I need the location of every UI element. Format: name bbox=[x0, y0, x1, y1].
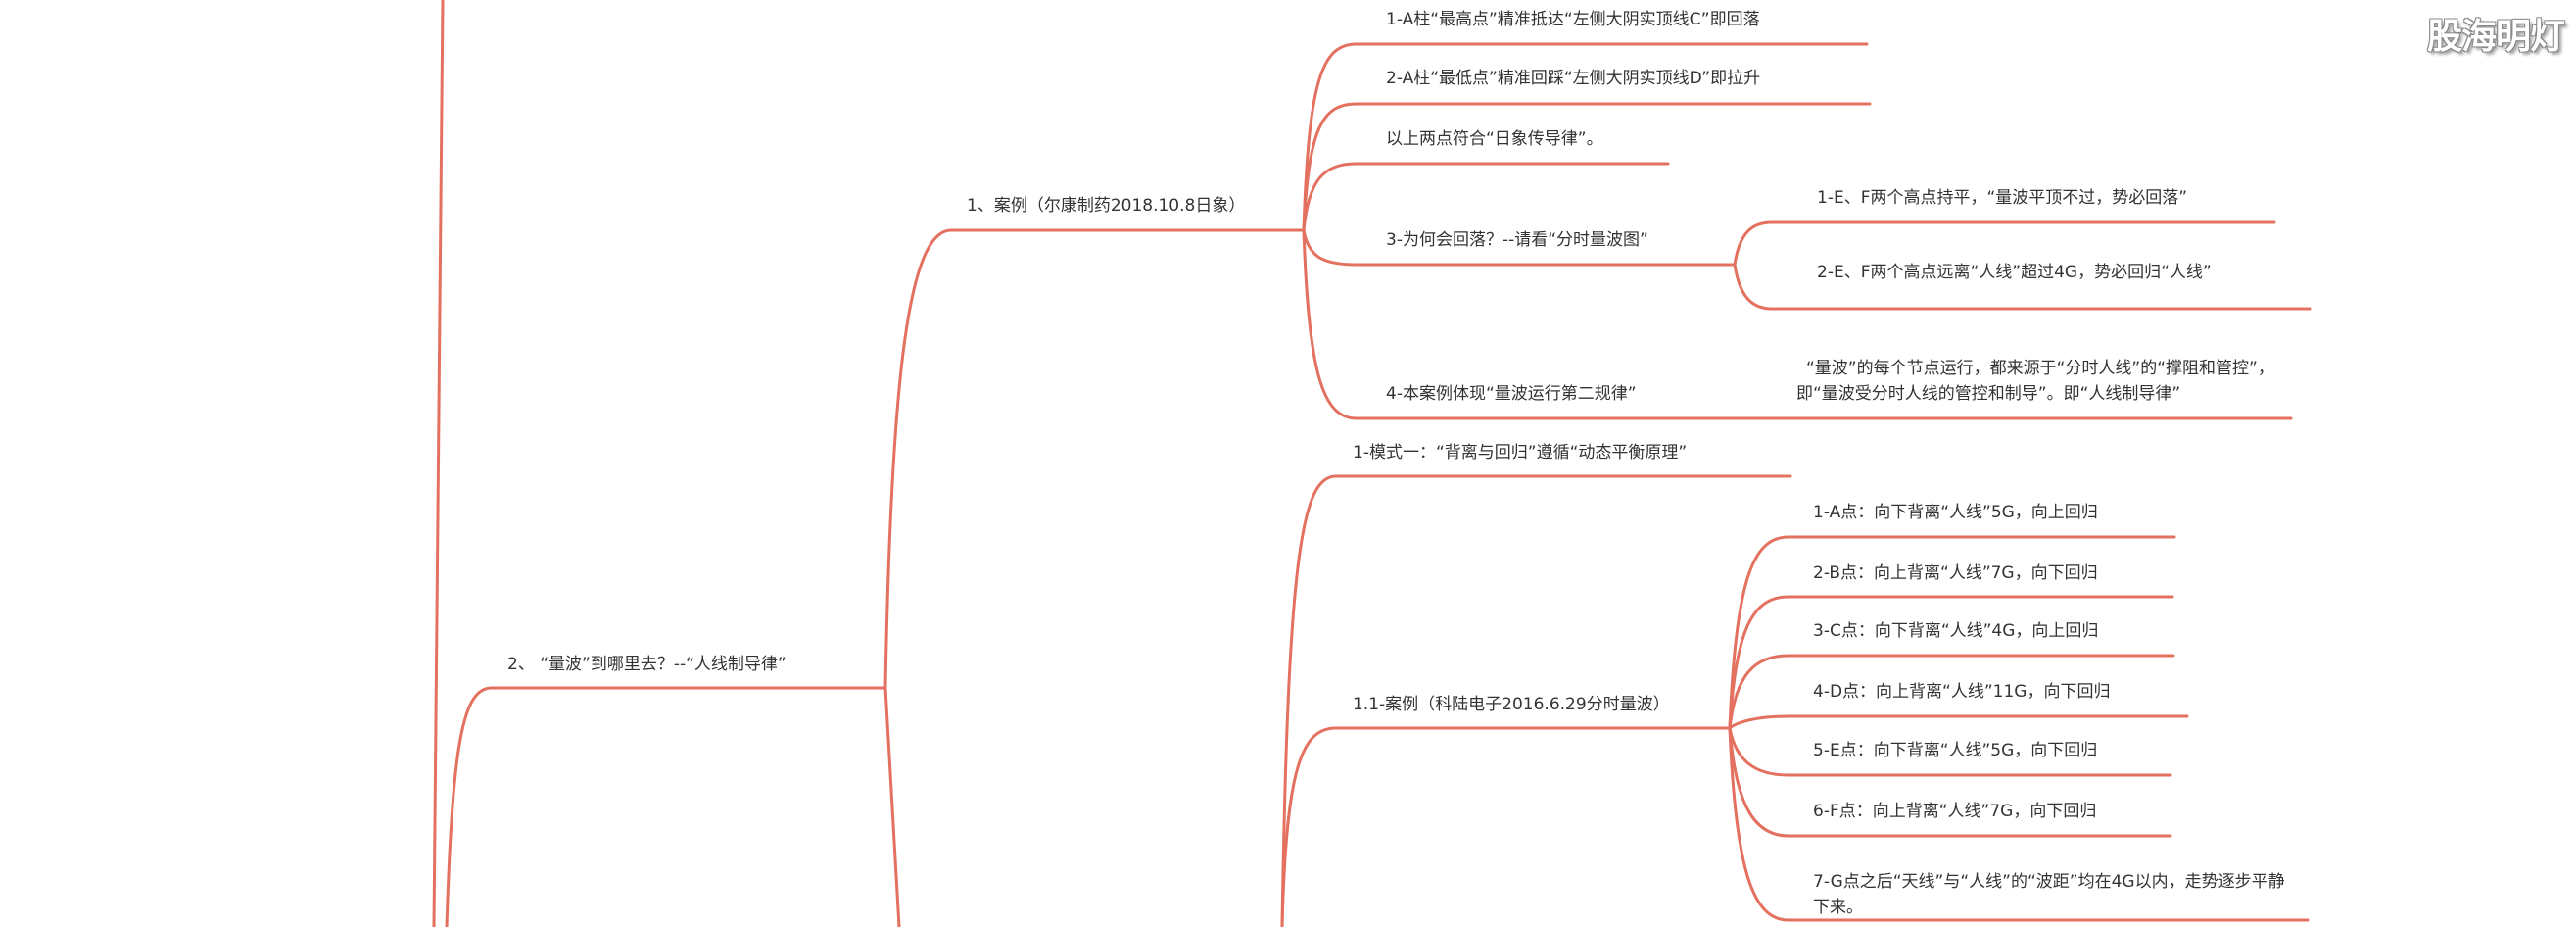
link-b2c5 bbox=[1728, 726, 2172, 777]
node-a-low-point[interactable]: 2-A柱“最低点”精准回踩“左侧大阴实顶线D”即拉升 bbox=[1386, 69, 1761, 88]
link-b2c1 bbox=[1728, 535, 2176, 730]
node-case-kelu[interactable]: 1.1-案例（科陆电子2016.6.29分时量波） bbox=[1353, 695, 1670, 714]
node-why-fall[interactable]: 3-为何会回落？--请看“分时量波图” bbox=[1386, 230, 1648, 250]
link-b1 bbox=[1280, 474, 1792, 927]
link-a3 bbox=[1302, 162, 1670, 232]
link-a1 bbox=[1302, 42, 1869, 232]
node-ef-flat[interactable]: 1-E、F两个高点持平，“量波平顶不过，势必回落” bbox=[1817, 188, 2188, 208]
node-case-erkang[interactable]: 1、案例（尔康制药2018.10.8日象） bbox=[967, 196, 1246, 216]
link-n2 bbox=[445, 686, 887, 927]
node-guidance-law[interactable]: “量波”的每个节点运行，都来源于“分时人线”的“撑阻和管控”，即“量波受分时人线… bbox=[1796, 359, 2274, 404]
node-where-does-wave-go[interactable]: 2、 “量波”到哪里去？--“人线制导律” bbox=[507, 655, 787, 674]
node-point-e[interactable]: 5-E点：向下背离“人线”5G，向下回归 bbox=[1813, 741, 2098, 760]
node-point-a[interactable]: 1-A点：向下背离“人线”5G，向上回归 bbox=[1813, 503, 2098, 522]
node-point-d[interactable]: 4-D点：向上背离“人线”11G，向下回归 bbox=[1813, 682, 2111, 702]
link-a4c1 bbox=[1733, 220, 2276, 267]
link-n1 bbox=[883, 228, 1306, 690]
link-n2-down bbox=[883, 686, 901, 927]
node-daily-law[interactable]: 以上两点符合“日象传导律”。 bbox=[1386, 129, 1603, 149]
node-point-b[interactable]: 2-B点：向上背离“人线”7G，向下回归 bbox=[1813, 563, 2098, 583]
link-b2c7 bbox=[1728, 726, 2310, 922]
link-a4c2 bbox=[1733, 263, 2312, 311]
link-a5 bbox=[1302, 228, 2293, 420]
link-b2c2 bbox=[1728, 595, 2174, 730]
node-second-law[interactable]: 4-本案例体现“量波运行第二规律” bbox=[1386, 384, 1637, 404]
link-b2 bbox=[1280, 726, 1732, 927]
link-b2c4 bbox=[1728, 714, 2189, 730]
node-ef-away[interactable]: 2-E、F两个高点远离“人线”超过4G，势必回归“人线” bbox=[1817, 263, 2212, 282]
watermark-logo: 股海明灯 bbox=[2427, 17, 2565, 57]
node-point-g[interactable]: 7-G点之后“天线”与“人线”的“波距”均在4G以内，走势逐步平静下来。 bbox=[1813, 872, 2285, 917]
link-b2c3 bbox=[1728, 654, 2175, 730]
node-point-f[interactable]: 6-F点：向上背离“人线”7G，向下回归 bbox=[1813, 802, 2097, 821]
link-root-trunk bbox=[432, 0, 445, 927]
link-b2c6 bbox=[1728, 726, 2172, 838]
node-a-high-point[interactable]: 1-A柱“最高点”精准抵达“左侧大阴实顶线C”即回落 bbox=[1386, 10, 1760, 29]
node-point-c[interactable]: 3-C点：向下背离“人线”4G，向上回归 bbox=[1813, 621, 2099, 641]
node-mode-one[interactable]: 1-模式一：“背离与回归”遵循“动态平衡原理” bbox=[1353, 443, 1688, 463]
link-a4 bbox=[1302, 228, 1737, 267]
link-a2 bbox=[1302, 102, 1872, 232]
